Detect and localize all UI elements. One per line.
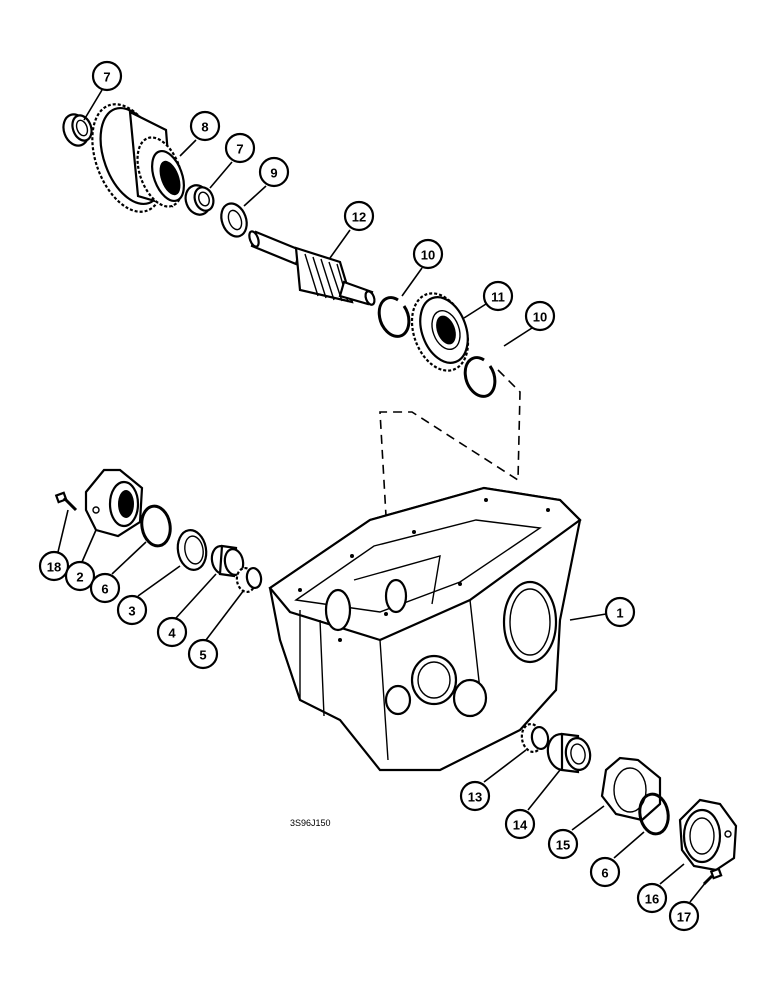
bearing-cup-7-mid (184, 184, 215, 216)
callout-18: 18 (38, 509, 70, 582)
svg-text:12: 12 (352, 210, 366, 225)
bearing-cup-4 (210, 544, 245, 578)
callout-12: 12 (329, 200, 375, 259)
snap-ring-10-lower (463, 356, 497, 398)
svg-text:3: 3 (128, 604, 135, 619)
cluster-gear-8 (91, 103, 185, 213)
callout-5: 5 (187, 589, 245, 670)
callout-3: 3 (116, 565, 181, 626)
bearing-retainer-2 (84, 468, 144, 538)
svg-text:15: 15 (556, 838, 570, 853)
end-cover-16 (678, 798, 738, 872)
callout-6-right: 6 (589, 831, 645, 888)
o-ring-6-right (638, 792, 670, 836)
callout-6-left: 6 (89, 541, 147, 604)
svg-text:9: 9 (270, 166, 277, 181)
callout-10-lower: 10 (503, 300, 556, 347)
callout-11: 11 (463, 280, 514, 319)
svg-text:4: 4 (168, 626, 176, 641)
bearing-cone-13 (520, 723, 550, 753)
svg-text:13: 13 (468, 790, 482, 805)
bolt-18 (54, 491, 78, 512)
svg-text:6: 6 (101, 582, 108, 597)
snap-ring-10-upper (377, 296, 411, 338)
callout-15: 15 (547, 805, 605, 860)
callout-8: 8 (179, 110, 221, 157)
drawing-code-label: 3S96J150 (290, 818, 331, 828)
gasket-15 (600, 756, 662, 822)
bearing-cup-7-top (62, 113, 93, 147)
shim-washer-9 (220, 202, 248, 238)
svg-text:10: 10 (421, 248, 435, 263)
svg-text:6: 6 (601, 866, 608, 881)
shim-3 (176, 529, 208, 571)
transmission-housing-1 (268, 486, 582, 772)
o-ring-6-left (140, 504, 172, 548)
svg-text:8: 8 (201, 120, 208, 135)
callout-10-upper: 10 (401, 238, 444, 297)
svg-text:2: 2 (76, 570, 83, 585)
callout-7-mid: 7 (209, 132, 256, 189)
svg-text:11: 11 (491, 290, 505, 305)
gear-11 (410, 292, 470, 372)
callout-17: 17 (668, 881, 707, 932)
svg-text:7: 7 (236, 142, 243, 157)
svg-text:18: 18 (47, 560, 61, 575)
svg-text:16: 16 (645, 892, 659, 907)
bearing-cup-14 (546, 732, 592, 774)
splined-shaft-12 (248, 230, 376, 306)
callout-14: 14 (504, 769, 561, 840)
svg-text:1: 1 (616, 606, 623, 621)
callout-9: 9 (243, 156, 290, 207)
callout-13: 13 (459, 749, 527, 812)
callout-2: 2 (64, 529, 97, 592)
callout-7-top: 7 (83, 60, 123, 121)
svg-text:14: 14 (513, 818, 528, 833)
svg-text:17: 17 (677, 910, 691, 925)
callout-16: 16 (636, 863, 685, 914)
callout-4: 4 (156, 573, 217, 648)
svg-text:5: 5 (199, 648, 206, 663)
svg-text:7: 7 (103, 70, 110, 85)
bearing-cone-5 (235, 566, 263, 594)
bolt-17 (702, 867, 723, 886)
svg-text:10: 10 (533, 310, 547, 325)
callout-1: 1 (569, 596, 636, 628)
